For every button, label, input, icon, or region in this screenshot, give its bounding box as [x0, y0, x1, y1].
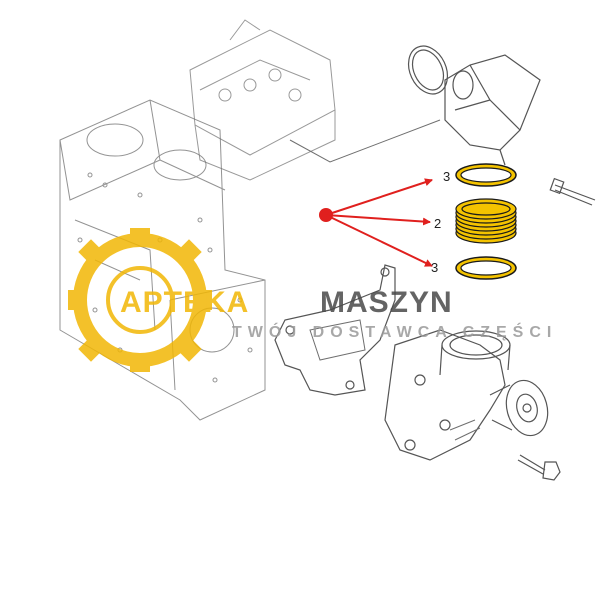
arrow-to-upper-ring [325, 178, 433, 216]
arrow-to-lower-ring [325, 214, 433, 267]
callout-upper-ring: 3 [443, 169, 450, 184]
water-pump [384, 329, 549, 461]
leader-line-head [289, 119, 441, 163]
bolt-upper [549, 177, 596, 206]
ring-upper [455, 163, 517, 187]
thermostat-housing [407, 45, 541, 166]
arrow-to-ring-stack [325, 214, 431, 226]
ring-stack [455, 198, 517, 244]
red-arrows [319, 178, 433, 267]
cylinder-head [189, 19, 336, 181]
ring-lower [455, 256, 517, 280]
watermark-logo: APTEKA MASZYN TWÓJ DOSTAWCA CZĘŚCI [68, 228, 557, 372]
watermark-brand-part2: MASZYN [320, 286, 453, 319]
callout-ring-stack: 2 [434, 216, 441, 231]
watermark-tagline: TWÓJ DOSTAWCA CZĘŚCI [232, 322, 557, 341]
pump-gasket [274, 264, 396, 396]
bolt-lower [517, 454, 561, 481]
gear-icon [68, 228, 212, 372]
watermark-brand-part1: APTEKA [120, 286, 249, 319]
callout-lower-ring: 3 [431, 260, 438, 275]
